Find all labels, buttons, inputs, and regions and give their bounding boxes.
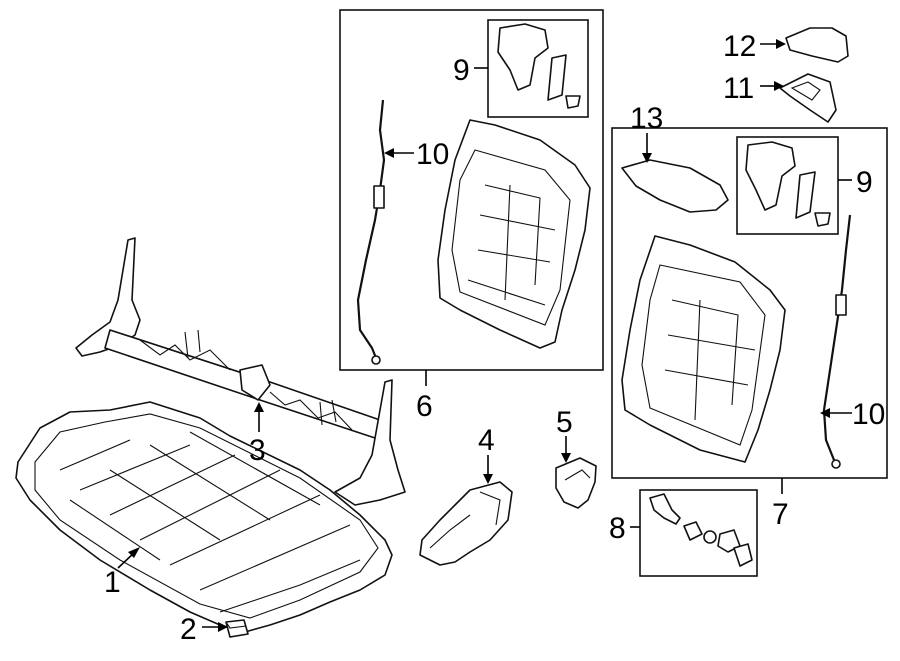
callout-6: 6 — [416, 390, 433, 423]
callout-2: 2 — [180, 613, 197, 646]
callout-9-right: 9 — [856, 166, 873, 199]
seatback-frame-right — [621, 235, 786, 463]
callout-7: 7 — [772, 498, 789, 531]
callout-5: 5 — [556, 406, 573, 439]
leader-lines — [117, 39, 852, 632]
callout-labels: 1 2 3 4 5 6 7 8 9 9 10 10 11 12 13 — [104, 30, 885, 646]
callout-10-left: 10 — [416, 138, 449, 171]
cover-panel — [621, 159, 729, 213]
fastener-hardware-set — [649, 493, 753, 567]
callout-11: 11 — [723, 72, 754, 105]
group-box-8 — [639, 489, 758, 577]
release-cable-right — [822, 214, 852, 469]
group-box-7 — [611, 127, 888, 479]
release-cable-left — [356, 99, 386, 365]
clip-part — [225, 619, 249, 638]
cushion-support-frame — [75, 237, 406, 506]
side-trim-piece — [419, 481, 513, 566]
latch-bracket-left — [497, 23, 581, 109]
seat-cushion-frame — [15, 401, 393, 633]
callout-13: 13 — [630, 102, 663, 135]
callout-9-left: 9 — [453, 54, 470, 87]
callout-4: 4 — [478, 424, 495, 457]
release-handle — [785, 27, 849, 63]
hinge-cover — [555, 457, 597, 509]
seatback-frame-left — [437, 119, 591, 349]
callout-3: 3 — [249, 434, 266, 467]
callout-10-right: 10 — [852, 398, 885, 431]
group-box-6 — [339, 9, 604, 371]
group-box-9-right — [736, 136, 839, 235]
latch-bracket-right — [745, 141, 831, 227]
callout-1: 1 — [104, 566, 121, 599]
callout-8: 8 — [609, 512, 626, 545]
release-bezel — [779, 73, 837, 123]
callout-12: 12 — [723, 30, 756, 63]
